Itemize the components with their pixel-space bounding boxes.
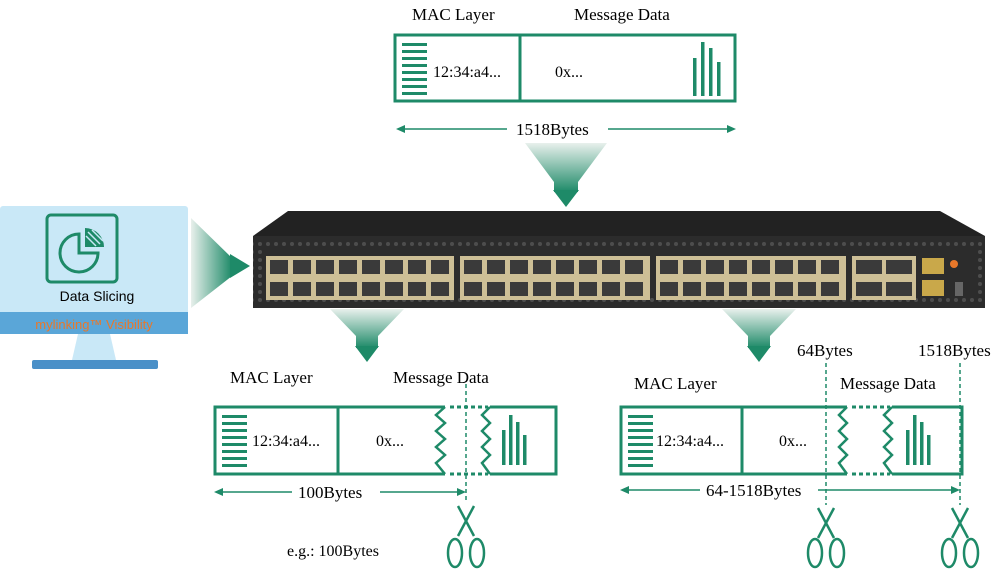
monitor-app-label: Data Slicing bbox=[60, 288, 135, 304]
switch-top bbox=[253, 211, 985, 236]
pie-chart-icon bbox=[45, 213, 119, 284]
left-data-bars-icon bbox=[502, 415, 527, 465]
top-data-value: 0x... bbox=[555, 64, 583, 81]
left-size-label: 100Bytes bbox=[298, 483, 362, 502]
funnel-top-to-switch bbox=[525, 143, 607, 207]
right-mac-value: 12:34:a4... bbox=[656, 433, 724, 450]
left-mac-label: MAC Layer bbox=[230, 368, 313, 387]
management-ports bbox=[922, 258, 963, 296]
right-packet: 64Bytes 1518Bytes MAC Layer Message Data… bbox=[619, 341, 991, 569]
left-cut-edge bbox=[434, 406, 447, 475]
scissors-icon bbox=[806, 507, 846, 569]
monitor-brand-bar bbox=[0, 312, 188, 334]
funnel-monitor-to-switch bbox=[191, 218, 250, 308]
top-packet: MAC Layer Message Data 12:34:a4... 0x...… bbox=[393, 5, 737, 139]
top-packet-frame bbox=[393, 33, 737, 103]
left-data-value: 0x... bbox=[376, 433, 404, 450]
right-data-value: 0x... bbox=[779, 433, 807, 450]
top-mac-label: MAC Layer bbox=[412, 5, 495, 24]
left-header-bars-icon bbox=[222, 415, 247, 467]
funnel-switch-to-right bbox=[722, 309, 796, 362]
port-group-1 bbox=[266, 256, 454, 300]
network-switch bbox=[253, 211, 985, 308]
top-mac-value: 12:34:a4... bbox=[433, 64, 501, 81]
port-group-2 bbox=[460, 256, 650, 300]
port-group-qsfp bbox=[852, 256, 916, 300]
right-data-label: Message Data bbox=[840, 374, 936, 393]
scissors-icon bbox=[940, 507, 980, 569]
top-data-label: Message Data bbox=[574, 5, 670, 24]
logo-icon bbox=[950, 260, 958, 268]
right-mac-label: MAC Layer bbox=[634, 374, 717, 393]
right-cut-max-label: 1518Bytes bbox=[918, 341, 991, 360]
top-header-bars-icon bbox=[402, 43, 427, 95]
left-mac-value: 12:34:a4... bbox=[252, 433, 320, 450]
monitor-neck bbox=[72, 334, 116, 360]
scissors-icon bbox=[446, 505, 486, 569]
monitor-stand bbox=[32, 360, 158, 369]
left-packet: MAC Layer Message Data 12:34:a4... 0x...… bbox=[213, 368, 558, 569]
port-group-3 bbox=[656, 256, 846, 300]
monitor-brand-text: mylinking™ Visibility bbox=[35, 317, 153, 332]
right-cut-min-label: 64Bytes bbox=[797, 341, 853, 360]
top-size-label: 1518Bytes bbox=[516, 120, 589, 139]
top-data-bars-icon bbox=[693, 42, 721, 96]
right-cut-edge bbox=[837, 406, 849, 475]
left-data-label: Message Data bbox=[393, 368, 489, 387]
right-data-bars-icon bbox=[906, 415, 931, 465]
monitor: mylinking™ Visibility Data Slicing bbox=[0, 206, 188, 369]
left-example-label: e.g.: 100Bytes bbox=[287, 543, 379, 560]
right-size-label: 64-1518Bytes bbox=[706, 481, 801, 500]
right-header-bars-icon bbox=[628, 415, 653, 467]
funnel-switch-to-left bbox=[330, 309, 404, 362]
